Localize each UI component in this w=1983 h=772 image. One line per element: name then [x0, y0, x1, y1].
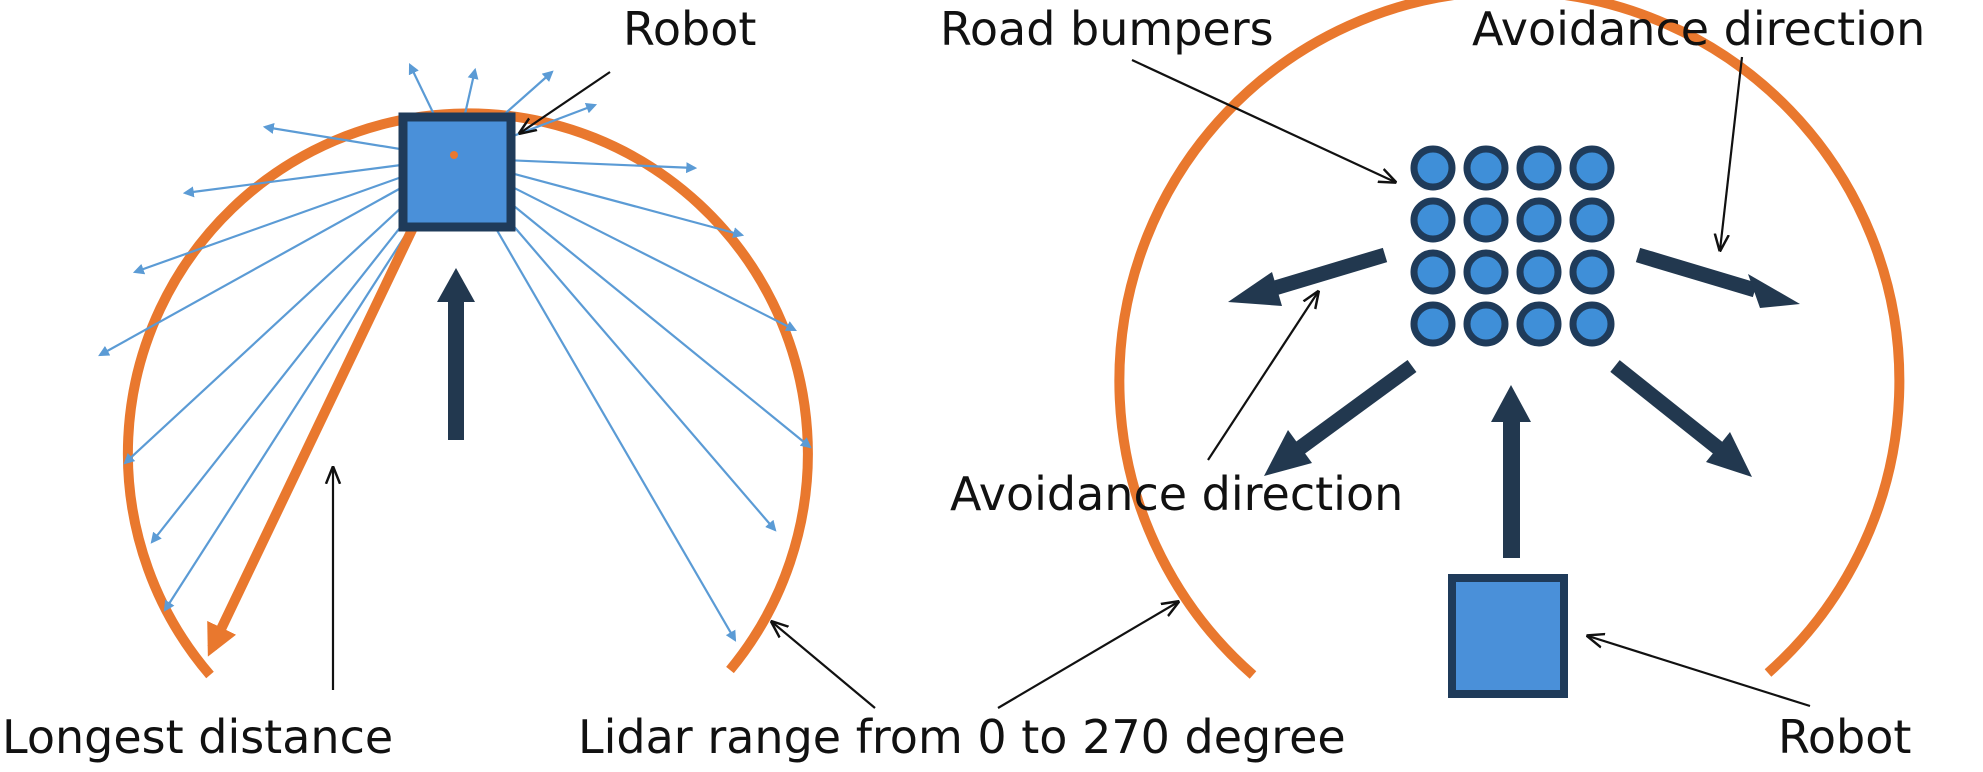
left-scene [98, 63, 1178, 709]
robot-box-right [1448, 574, 1568, 698]
avoidance-arrow-lower-left [1264, 359, 1417, 476]
label-robot-right: Robot [1778, 710, 1911, 764]
right-scene [1114, 0, 1905, 708]
pointer-avoidance-center [1207, 292, 1318, 461]
pointer-avoidance-right [1720, 56, 1744, 250]
pointer-road-bumpers [1131, 59, 1395, 182]
avoidance-arrows [1228, 247, 1800, 477]
road-bumper [1410, 301, 1456, 347]
label-road-bumpers: Road bumpers [940, 2, 1274, 56]
road-bumper [1569, 249, 1615, 295]
road-bumper [1516, 145, 1562, 191]
label-robot-left: Robot [623, 2, 756, 56]
road-bumper [1463, 197, 1509, 243]
road-bumper [1463, 301, 1509, 347]
longest-distance-arrow [207, 162, 448, 657]
road-bumper [1516, 197, 1562, 243]
travel-direction-arrow-left [437, 268, 475, 440]
road-bumper [1410, 249, 1456, 295]
avoidance-arrow-upper-right [1635, 247, 1800, 308]
avoidance-arrow-lower-right [1610, 360, 1752, 477]
label-longest-distance: Longest distance [2, 710, 393, 764]
pointer-lidar-left [772, 622, 876, 709]
road-bumper [1516, 249, 1562, 295]
travel-direction-arrow-right [1491, 385, 1531, 558]
road-bumper [1569, 301, 1615, 347]
road-bumper [1410, 197, 1456, 243]
label-avoidance-direction-center: Avoidance direction [950, 467, 1403, 521]
robot-box-left [398, 112, 516, 232]
label-lidar-range: Lidar range from 0 to 270 degree [578, 710, 1346, 764]
pointer-robot-right [1588, 636, 1811, 708]
pointer-robot-left [520, 71, 611, 133]
pointer-lidar-right [997, 602, 1178, 709]
avoidance-arrow-upper-left [1228, 247, 1388, 306]
label-avoidance-direction-right: Avoidance direction [1472, 2, 1925, 56]
road-bumper [1516, 301, 1562, 347]
road-bumper [1463, 145, 1509, 191]
road-bumpers-grid [1410, 145, 1615, 347]
road-bumper [1569, 197, 1615, 243]
road-bumper [1569, 145, 1615, 191]
road-bumper [1410, 145, 1456, 191]
lidar-range-arc-right [1114, 0, 1905, 679]
lidar-ray [98, 157, 456, 357]
robot-center-dot [450, 151, 458, 159]
road-bumper [1463, 249, 1509, 295]
lidar-ray [454, 157, 737, 642]
